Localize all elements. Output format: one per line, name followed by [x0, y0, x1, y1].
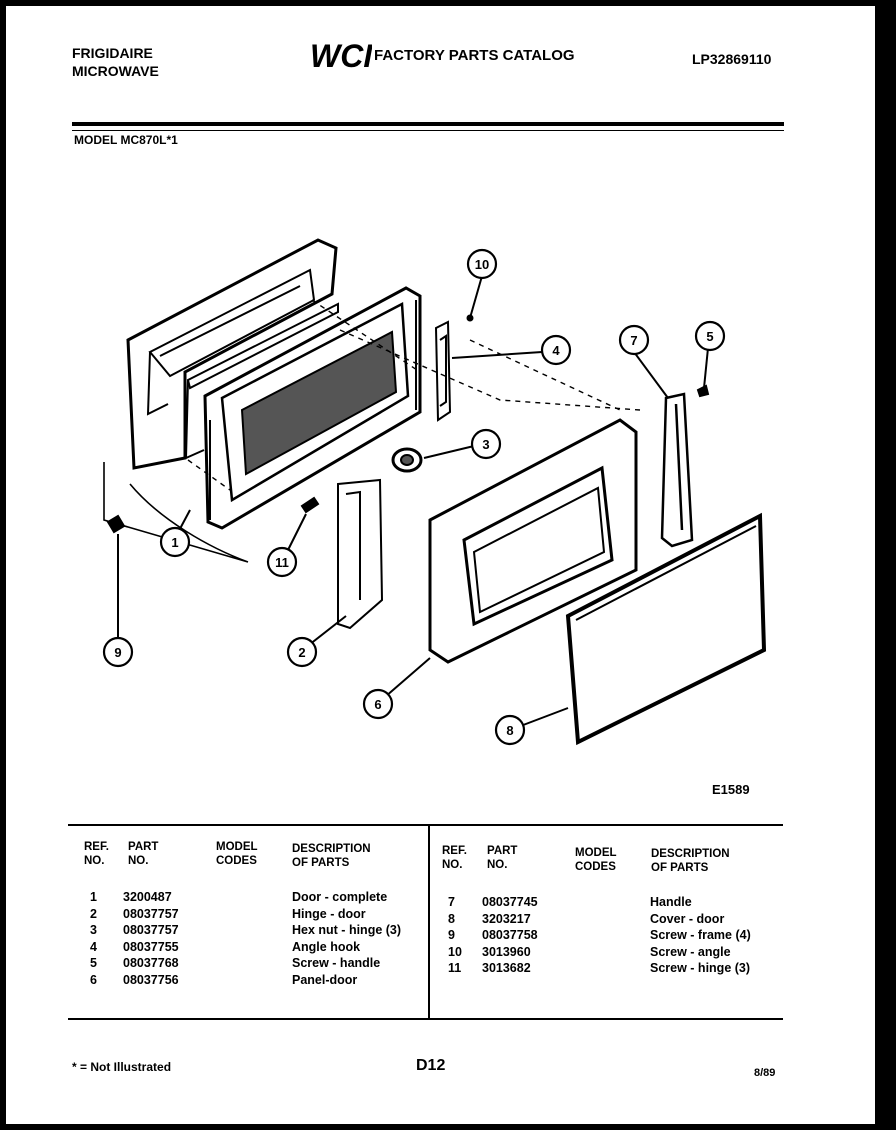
svg-text:7: 7	[630, 333, 637, 348]
callout-6: 6	[362, 688, 394, 720]
angle-hook	[434, 320, 452, 422]
catalog-title: FACTORY PARTS CATALOG	[374, 47, 575, 64]
diagram-code: E1589	[712, 782, 750, 797]
page-number: D12	[416, 1057, 446, 1074]
row-ref: 2	[90, 906, 97, 921]
screen-frame	[203, 286, 422, 530]
row-ref: 9	[448, 928, 455, 943]
table-divider	[428, 826, 430, 1018]
row-desc: Hinge - door	[292, 906, 366, 921]
row-ref: 4	[90, 939, 97, 954]
row-desc: Screw - frame (4)	[650, 928, 751, 943]
svg-text:5: 5	[706, 329, 713, 344]
callout-4: 4	[540, 334, 572, 366]
row-desc: Screw - hinge (3)	[650, 961, 751, 976]
row-desc: Cover - door	[650, 911, 725, 926]
header-part: PART NO.	[128, 841, 159, 867]
row-ref: 5	[90, 956, 97, 971]
row-part: 08037745	[482, 895, 538, 909]
header-part-right: PART NO.	[487, 845, 518, 871]
row-desc: Angle hook	[292, 939, 361, 954]
row-ref: 11	[448, 961, 462, 976]
screw-5	[696, 384, 710, 398]
row-part: 3013682	[482, 961, 531, 976]
logo-text: WCI	[310, 38, 372, 72]
callout-3: 3	[470, 428, 502, 460]
row-ref: 7	[448, 895, 455, 909]
row-part: 08037756	[123, 973, 179, 987]
callout-7: 7	[618, 324, 650, 356]
row-part: 3203217	[482, 911, 531, 926]
alignment-lines	[187, 299, 641, 491]
row-ref: 10	[448, 944, 462, 959]
row-part: 3013960	[482, 944, 531, 959]
brand-name: FRIGIDAIRE	[72, 45, 153, 61]
row-ref: 6	[90, 973, 97, 987]
footnote: * = Not Illustrated	[72, 1060, 172, 1074]
model-number: MODEL MC870L*1	[74, 133, 178, 147]
hex-nut	[391, 447, 423, 473]
callout-2: 2	[286, 636, 318, 668]
header-desc: DESCRIPTION OF PARTS	[292, 843, 371, 869]
svg-text:1: 1	[171, 535, 178, 550]
row-desc: Screw - angle	[650, 944, 731, 959]
door-frame	[126, 238, 338, 470]
table-bottom-rule	[68, 1018, 783, 1020]
row-part: 08037755	[123, 939, 179, 954]
callout-5: 5	[694, 320, 726, 352]
svg-text:6: 6	[374, 697, 381, 712]
callout-9: 9	[102, 636, 134, 668]
screw-11	[300, 496, 320, 514]
callout-11: 11	[266, 546, 298, 578]
row-desc: Hex nut - hinge (3)	[292, 923, 402, 938]
svg-text:10: 10	[475, 257, 489, 272]
wci-logo: WCI	[310, 38, 372, 72]
glass-panel	[184, 302, 339, 460]
callout-10: 10	[466, 248, 498, 280]
table-top-rule	[68, 824, 783, 826]
callout-8: 8	[494, 714, 526, 746]
row-ref: 1	[90, 890, 97, 904]
panel-door	[428, 418, 638, 664]
svg-text:8: 8	[506, 723, 513, 738]
svg-text:2: 2	[298, 645, 305, 660]
row-ref: 3	[90, 923, 97, 938]
row-desc: Panel-door	[292, 973, 358, 987]
exploded-diagram: 1 2 3 4 5 6 7 8 9 10 11	[102, 238, 767, 746]
row-part: 08037757	[123, 923, 179, 938]
catalog-number: LP32869110	[692, 51, 772, 67]
row-part: 3200487	[123, 890, 172, 904]
header-rule	[72, 122, 784, 126]
row-part: 08037758	[482, 928, 538, 943]
product-type: MICROWAVE	[72, 63, 159, 79]
row-desc: Screw - handle	[292, 956, 381, 971]
hinge	[337, 478, 384, 630]
header-model: MODEL CODES	[216, 841, 258, 867]
catalog-date: 8/89	[754, 1067, 776, 1079]
handle	[660, 392, 694, 548]
header-desc-right: DESCRIPTION OF PARTS	[651, 848, 730, 874]
header-rule-thin	[72, 130, 784, 131]
row-part: 08037768	[123, 956, 179, 971]
header-ref: REF. NO.	[84, 841, 109, 867]
svg-text:4: 4	[552, 343, 560, 358]
svg-text:11: 11	[275, 555, 289, 570]
header-ref-right: REF. NO.	[442, 845, 467, 871]
row-part: 08037757	[123, 906, 179, 921]
cover-door	[565, 512, 767, 746]
svg-text:3: 3	[482, 437, 489, 452]
row-desc: Handle	[650, 895, 692, 909]
header-model-right: MODEL CODES	[575, 847, 617, 873]
callout-1: 1	[159, 526, 191, 558]
row-ref: 8	[448, 911, 455, 926]
row-desc: Door - complete	[292, 890, 388, 904]
svg-text:9: 9	[114, 645, 121, 660]
